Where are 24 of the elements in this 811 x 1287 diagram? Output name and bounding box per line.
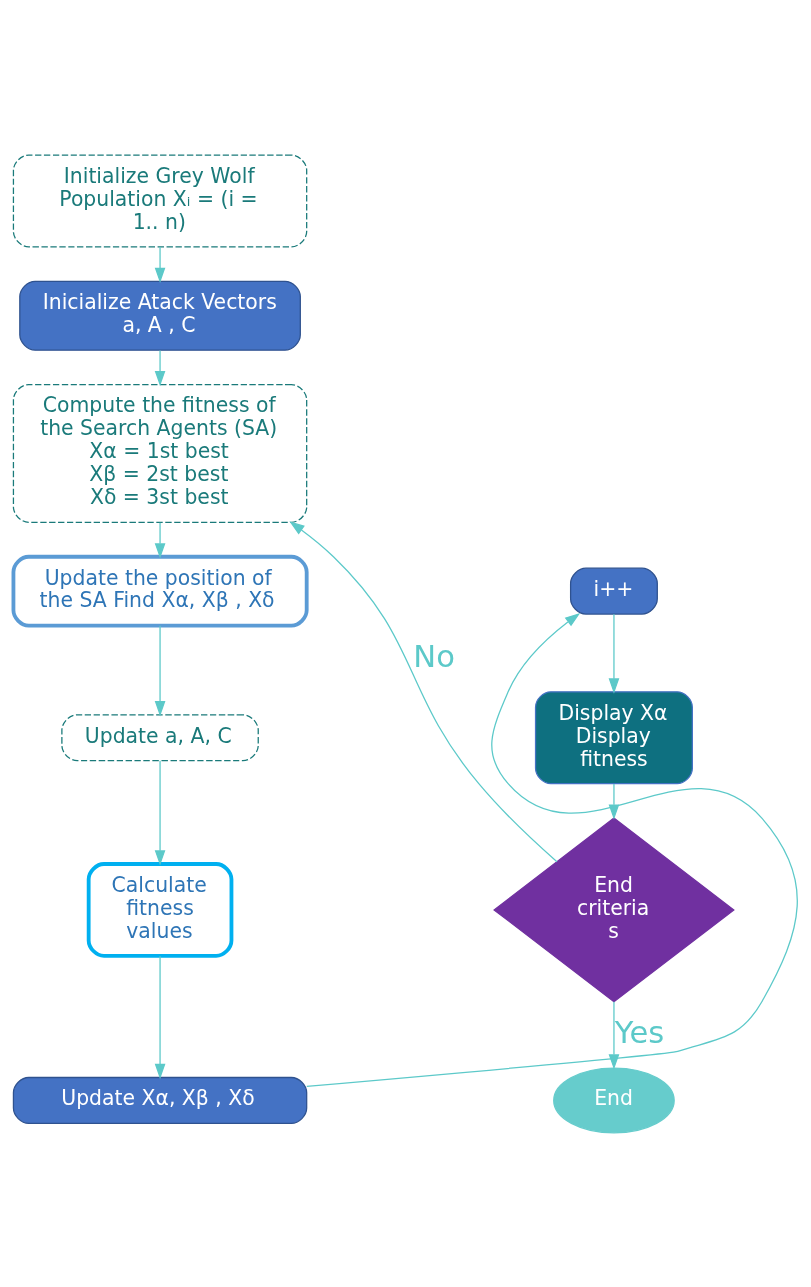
arrow <box>608 613 620 694</box>
node-box: Compute the fitness of the Search Agents (SA) Xα = 1st best Xβ = 2st best Xδ = 3st best <box>12 383 308 523</box>
node-box: i++ <box>569 567 658 615</box>
arrow <box>608 1000 620 1070</box>
arrow <box>154 349 166 386</box>
node-diamond: End criteria s <box>493 816 735 1002</box>
arrow <box>154 245 166 283</box>
arrow <box>154 624 166 716</box>
arrow <box>289 520 558 862</box>
node-box: Update Xα, Xβ , Xδ <box>12 1076 308 1124</box>
arrow <box>154 521 166 559</box>
node-box: Calculate fitness values <box>86 861 234 958</box>
arrow <box>608 782 620 820</box>
arrow <box>154 759 166 866</box>
node-box: Inicialize Atack Vectors a, A , C <box>19 280 301 351</box>
node-box: Update the position of the SA Find Xα, Xβ , Xδ <box>11 554 309 627</box>
arrow <box>306 612 798 1087</box>
arrow <box>154 955 166 1079</box>
node-box: Display Xα Display fitness <box>534 690 693 784</box>
node-ellipse: End <box>553 1066 675 1133</box>
edge-label: Yes <box>614 1014 665 1050</box>
edge-label: No <box>413 638 455 674</box>
node-box: Update a, A, C <box>61 713 259 761</box>
node-box: Initialize Grey Wolf Population Xᵢ = (i = 1.. n) <box>12 153 308 248</box>
